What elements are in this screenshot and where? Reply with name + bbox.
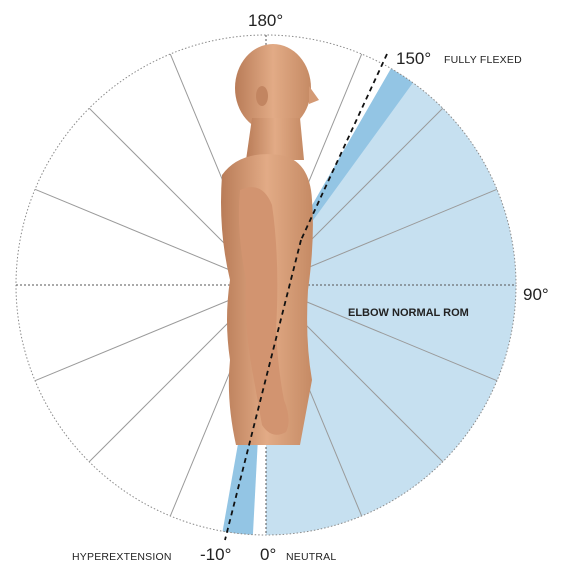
label-90: 90° xyxy=(523,285,549,304)
label-fully-flexed: FULLY FLEXED xyxy=(444,54,522,66)
label-hyperextension: HYPEREXTENSION xyxy=(72,551,172,563)
human-figure xyxy=(221,44,319,445)
label-180: 180° xyxy=(248,11,283,30)
label-minus-10: -10° xyxy=(200,545,231,564)
label-0: 0° xyxy=(260,545,276,564)
nose xyxy=(309,86,319,104)
label-neutral: NEUTRAL xyxy=(286,551,336,563)
neck xyxy=(246,118,304,160)
label-elbow-normal-rom: ELBOW NORMAL ROM xyxy=(348,307,469,319)
label-150: 150° xyxy=(396,49,431,68)
ear xyxy=(256,86,268,106)
